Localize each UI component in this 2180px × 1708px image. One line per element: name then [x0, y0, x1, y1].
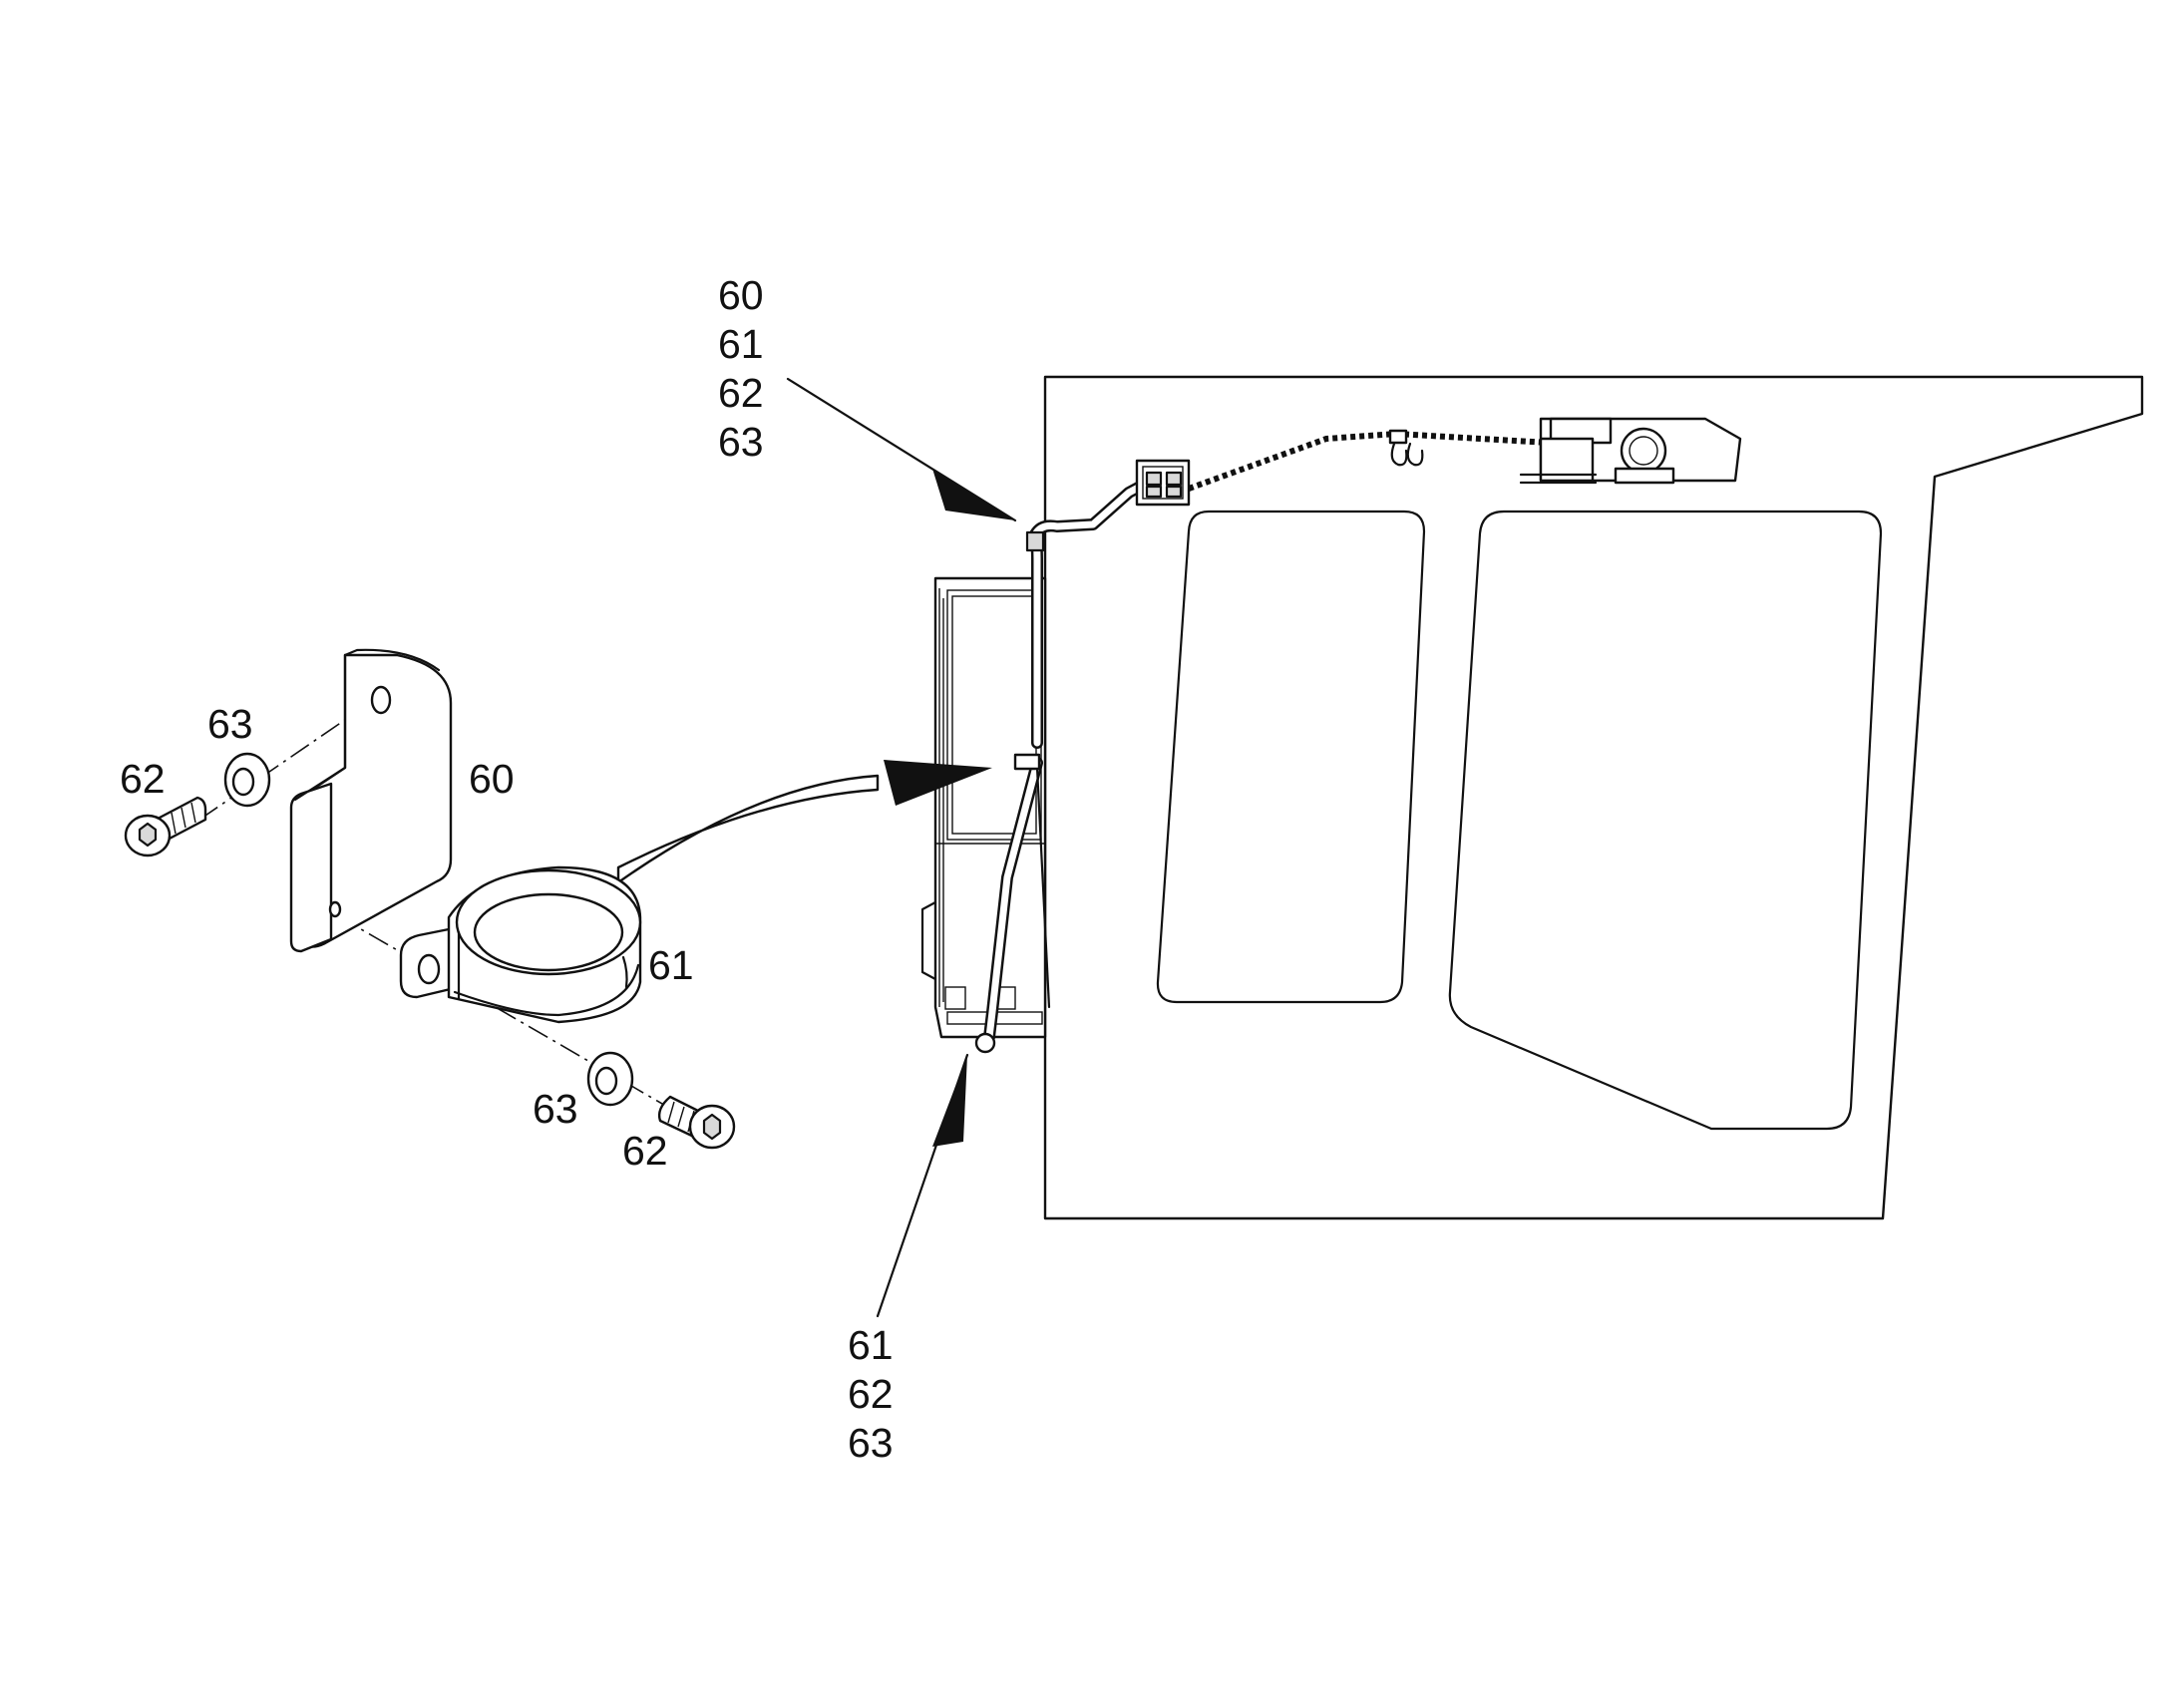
- callout-bottom-62: 62: [848, 1371, 894, 1417]
- callout-top-group: 60 61 62 63: [718, 272, 764, 465]
- bottom-arrow-head: [932, 1055, 967, 1147]
- cab-panel: [1043, 375, 2144, 1220]
- callout-top-60: 60: [718, 272, 764, 318]
- callout-bottom-group: 61 62 63: [848, 1322, 894, 1466]
- top-mechanism: [1388, 417, 1742, 485]
- callout-washer-lower: 63: [533, 1086, 578, 1132]
- bracket-part-60: [289, 648, 453, 953]
- callout-bottom-63: 63: [848, 1420, 894, 1466]
- right-window: [1448, 510, 1883, 1131]
- callout-bottom-61: 61: [848, 1322, 894, 1368]
- detail-ribbon: [616, 774, 880, 884]
- callout-detail-group: 62 63 60 61 63 62: [120, 701, 694, 1174]
- callout-washer-upper: 63: [207, 701, 253, 747]
- callout-top-61: 61: [718, 321, 764, 367]
- left-window: [1156, 510, 1426, 1004]
- washer-upper: [223, 752, 271, 808]
- bolt-lower: [657, 1095, 736, 1150]
- callout-clamp: 61: [648, 942, 694, 988]
- callout-top-63: 63: [718, 419, 764, 465]
- top-arrow-head: [932, 469, 1015, 520]
- callout-leaders: [616, 377, 1017, 1318]
- washer-lower: [586, 1051, 634, 1107]
- upper-connector-block: [1135, 459, 1191, 507]
- bolt-upper: [124, 796, 207, 857]
- exploded-detail: [124, 648, 736, 1150]
- hose-route: [974, 430, 1567, 1054]
- callout-bolt-lower: 62: [622, 1128, 668, 1174]
- callout-top-62: 62: [718, 370, 764, 416]
- callout-bolt-upper: 62: [120, 756, 166, 802]
- callout-bracket: 60: [469, 756, 515, 802]
- clamp-part-61: [399, 865, 642, 1024]
- detail-arrow-head: [884, 760, 992, 806]
